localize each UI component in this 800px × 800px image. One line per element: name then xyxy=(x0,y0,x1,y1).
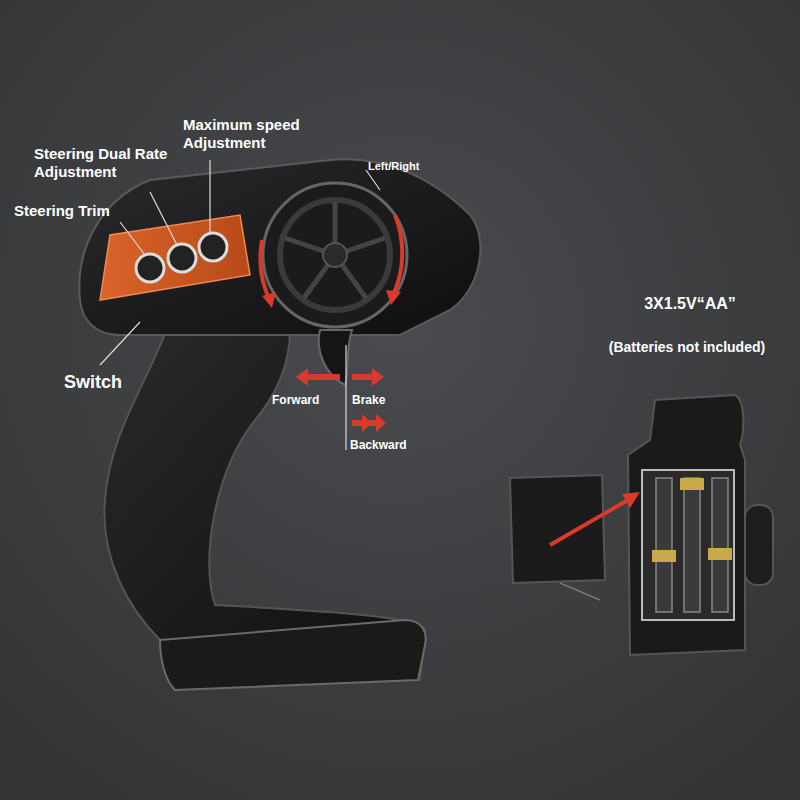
speed-knob xyxy=(199,233,227,261)
leader-line xyxy=(209,160,210,233)
callout-label: Steering Dual Rate Adjustment xyxy=(34,145,199,181)
left-right-arrow xyxy=(260,240,270,300)
trim-knob xyxy=(136,254,164,282)
leader-line xyxy=(120,222,145,255)
wheel-hub xyxy=(323,243,347,267)
arrow-head xyxy=(262,292,276,308)
transmitter-head xyxy=(79,159,480,335)
callout-label: Brake xyxy=(352,393,412,407)
knob-panel xyxy=(100,215,250,300)
cable xyxy=(560,583,600,600)
forward-arrow xyxy=(296,368,340,386)
dual-rate-knob xyxy=(168,244,196,272)
callout-label: Left/Right xyxy=(368,160,448,173)
leader-line xyxy=(150,192,177,245)
batteries xyxy=(656,478,728,612)
wheel-spokes xyxy=(285,202,385,298)
arrow-head xyxy=(386,290,401,305)
battery-spec: 3X1.5V“AA” xyxy=(600,294,780,313)
backward-arrow xyxy=(366,414,386,432)
battery-contacts xyxy=(652,478,732,562)
leader-line xyxy=(366,170,380,190)
brake-arrow xyxy=(352,368,384,386)
callout-label: Forward xyxy=(272,393,344,407)
housing-wheel xyxy=(745,505,773,585)
callout-label: Backward xyxy=(350,438,430,452)
wheel-rim xyxy=(280,200,390,310)
callout-label: Switch xyxy=(64,372,154,394)
battery-note: (Batteries not included) xyxy=(578,339,796,356)
steering-wheel xyxy=(263,183,407,327)
callout-label: Steering Trim xyxy=(14,202,144,220)
leader-line xyxy=(100,322,140,365)
pointer-arrow xyxy=(550,500,628,545)
battery-bay xyxy=(642,470,734,620)
battery-housing xyxy=(628,395,745,655)
battery-cover xyxy=(510,475,605,583)
arrow-head xyxy=(622,492,640,508)
left-right-arrow xyxy=(393,215,402,295)
leader-line xyxy=(345,345,346,450)
grip-base xyxy=(160,620,426,690)
callout-label: Maximum speed Adjustment xyxy=(183,116,333,152)
